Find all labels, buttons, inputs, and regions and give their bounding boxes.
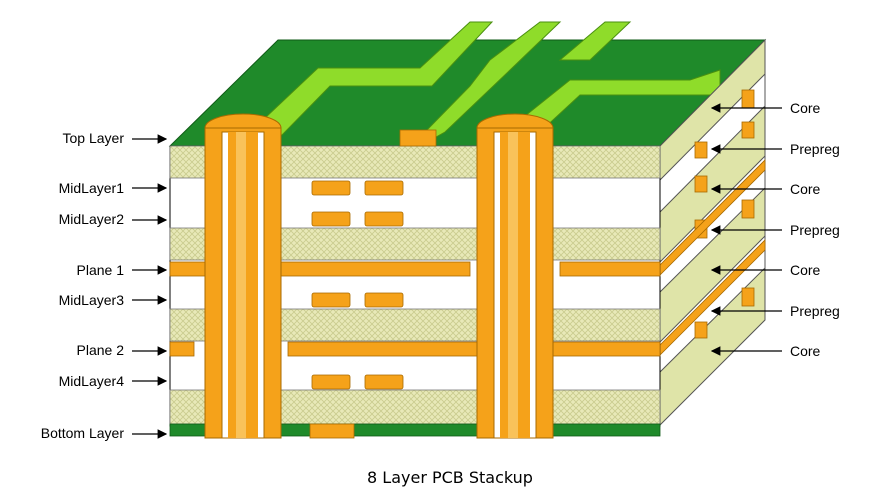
label-midlayer1: MidLayer1 [59,180,125,196]
label-bottom-layer: Bottom Layer [41,425,125,441]
label-plane-1: Plane 1 [77,262,125,278]
label-core-1: Core [790,100,821,116]
label-core-4: Core [790,343,821,359]
label-prepreg-1: Prepreg [790,141,840,157]
via-2 [476,113,554,439]
top-traces [244,21,721,147]
diagram-caption: 8 Layer PCB Stackup [367,468,533,487]
label-prepreg-3: Prepreg [790,303,840,319]
label-midlayer3: MidLayer3 [59,292,125,308]
label-top-layer: Top Layer [63,130,125,146]
left-labels: Top Layer MidLayer1 MidLayer2 Plane 1 Mi… [41,130,125,441]
right-arrows [710,103,782,356]
left-arrows [132,134,168,439]
label-core-3: Core [790,262,821,278]
via-1 [204,113,282,439]
label-midlayer2: MidLayer2 [59,211,125,227]
right-labels: Core Prepreg Core Prepreg Core Prepreg C… [790,100,840,359]
label-core-2: Core [790,181,821,197]
label-plane-2: Plane 2 [77,342,125,358]
label-prepreg-2: Prepreg [790,222,840,238]
midlayer-pads [309,129,437,439]
label-midlayer4: MidLayer4 [59,373,125,389]
